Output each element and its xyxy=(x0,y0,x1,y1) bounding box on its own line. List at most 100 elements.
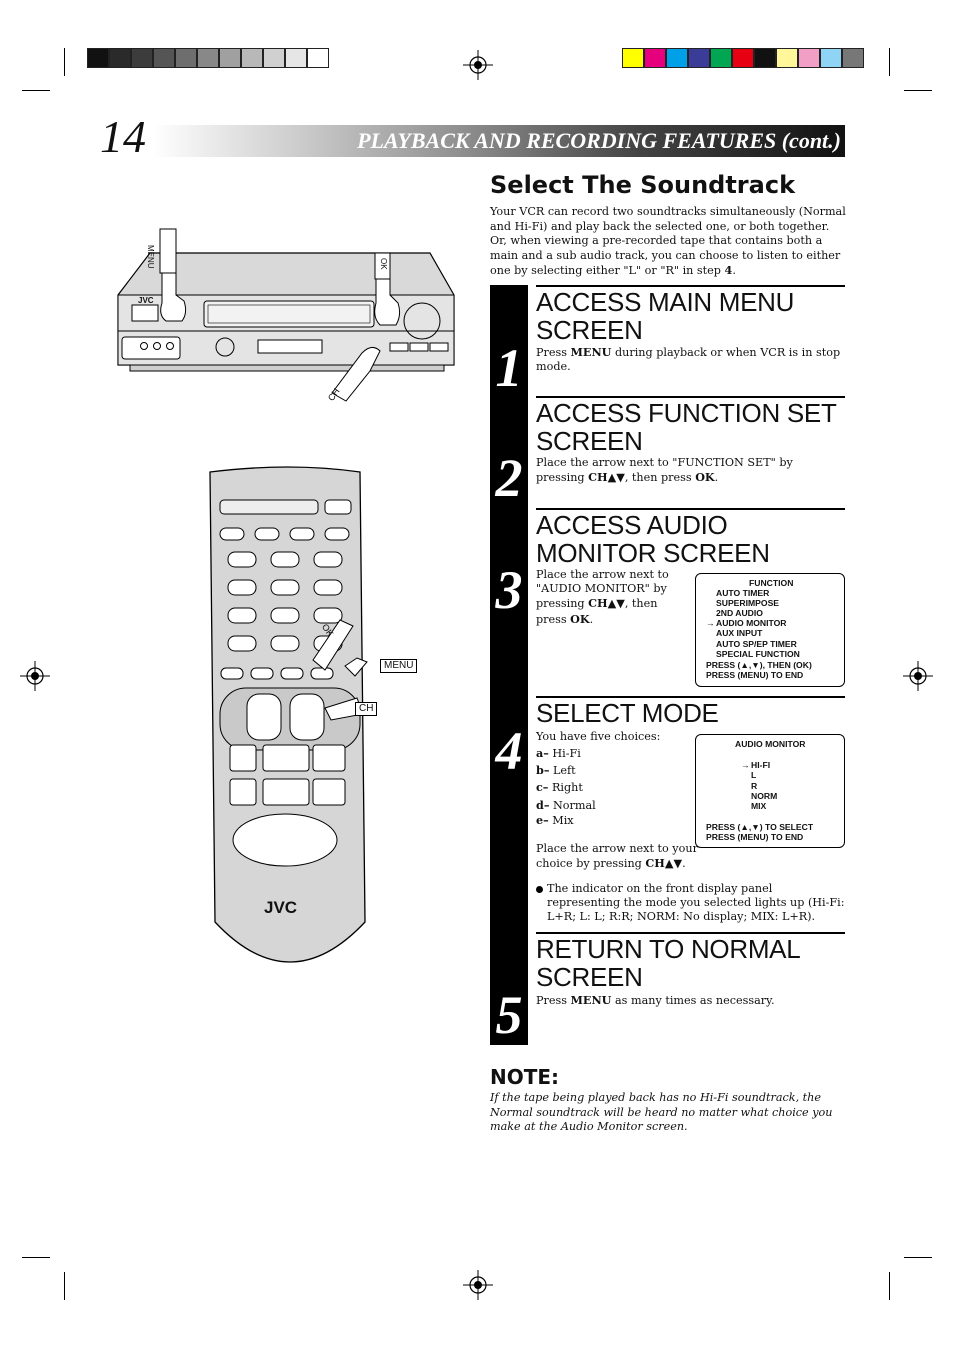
color-swatch xyxy=(754,48,776,68)
osd-menu-item: 2ND AUDIO xyxy=(716,608,763,618)
osd-footer: PRESS (▲,▼), THEN (OK) xyxy=(706,660,812,670)
page-header-title: PLAYBACK AND RECORDING FEATURES (cont.) xyxy=(357,128,841,153)
gray-swatch xyxy=(175,48,197,68)
osd-menu-item: AUDIO MONITOR xyxy=(716,618,787,628)
vcr-brand-logo: JVC xyxy=(138,296,154,305)
gray-swatch xyxy=(109,48,131,68)
color-swatch xyxy=(688,48,710,68)
step-rule xyxy=(536,932,845,934)
osd-menu-item: NORM xyxy=(751,791,778,801)
section-intro: Your VCR can record two soundtracks simu… xyxy=(490,205,846,277)
note-title: NOTE: xyxy=(490,1065,560,1089)
step-rule xyxy=(536,696,845,698)
osd-footer: PRESS (MENU) TO END xyxy=(706,832,804,842)
osd-menu-item: L xyxy=(751,770,757,780)
osd-title: AUDIO MONITOR xyxy=(735,739,806,749)
page-number: 14 xyxy=(100,111,146,162)
step-number: 3 xyxy=(495,560,523,620)
gray-swatch xyxy=(197,48,219,68)
remote-brand-logo: JVC xyxy=(264,898,298,917)
remote-menu-callout: MENU xyxy=(380,659,418,673)
color-swatch xyxy=(798,48,820,68)
osd-menu-item: SPECIAL FUNCTION xyxy=(716,649,800,659)
step-number: 5 xyxy=(495,985,523,1045)
gray-swatch xyxy=(153,48,175,68)
osd-menu-item: HI-FI xyxy=(751,760,771,770)
step-title: ACCESS MAIN MENU SCREEN xyxy=(536,287,795,345)
color-swatch xyxy=(820,48,842,68)
choice-item: d– Normal xyxy=(536,798,596,812)
color-swatch xyxy=(710,48,732,68)
choice-item: a– Hi-Fi xyxy=(536,746,581,760)
osd-footer: PRESS (▲,▼) TO SELECT xyxy=(706,822,814,832)
osd-title: FUNCTION xyxy=(749,578,794,588)
step-text: Place the arrow next to "FUNCTION SET" b… xyxy=(536,456,793,485)
gray-swatch xyxy=(131,48,153,68)
crop-mark xyxy=(22,1257,50,1258)
step-rule xyxy=(536,396,845,398)
choice-item: e– Mix xyxy=(536,813,574,827)
vcr-ok-callout: OK xyxy=(379,258,388,270)
step-title: ACCESS FUNCTION SET SCREEN xyxy=(536,398,837,456)
step-text: Press MENU as many times as necessary. xyxy=(536,993,775,1007)
gray-swatch xyxy=(285,48,307,68)
choice-item: c– Right xyxy=(536,780,583,794)
audio-monitor-screen: AUDIO MONITOR → HI-FI L R NORM MIX PRESS… xyxy=(695,734,845,848)
gray-swatch xyxy=(241,48,263,68)
note-text: If the tape being played back has no Hi-… xyxy=(490,1091,833,1133)
remote-ch-callout: CH xyxy=(355,702,378,716)
osd-arrow-icon: → xyxy=(706,618,715,628)
crop-mark xyxy=(904,1257,932,1258)
crop-mark xyxy=(22,90,50,91)
registration-target-icon xyxy=(463,1270,493,1300)
step-text: Place the arrow next to "AUDIO MONITOR" … xyxy=(536,568,669,626)
step-text: Place the arrow next to your choice by p… xyxy=(536,842,698,871)
osd-arrow-icon: → xyxy=(741,760,750,770)
step-number-bar: 1 2 3 4 5 xyxy=(490,285,528,1045)
registration-target-icon xyxy=(463,50,493,80)
crop-mark xyxy=(64,48,65,76)
osd-menu-item: AUTO TIMER xyxy=(716,588,770,598)
step-rule xyxy=(536,285,845,287)
registration-target-icon xyxy=(20,661,50,691)
step-rule xyxy=(536,508,845,510)
crop-mark xyxy=(64,1272,65,1300)
remote-illustration xyxy=(209,466,368,963)
osd-footer: PRESS (MENU) TO END xyxy=(706,670,804,680)
step-text: Press MENU during playback or when VCR i… xyxy=(536,345,841,374)
gray-swatch xyxy=(307,48,329,68)
gray-swatch xyxy=(87,48,109,68)
color-swatch xyxy=(776,48,798,68)
vcr-illustration xyxy=(117,228,455,402)
step-title: ACCESS AUDIO MONITOR SCREEN xyxy=(536,510,770,568)
registration-target-icon xyxy=(903,661,933,691)
osd-menu-item: SUPERIMPOSE xyxy=(716,598,780,608)
crop-mark xyxy=(889,1272,890,1300)
gray-swatch xyxy=(219,48,241,68)
step-title: SELECT MODE xyxy=(536,698,719,728)
function-menu-screen: FUNCTION AUTO TIMER SUPERIMPOSE 2ND AUDI… xyxy=(695,573,845,687)
color-swatch xyxy=(732,48,754,68)
step-text: You have five choices: xyxy=(536,730,661,743)
choice-item: b– Left xyxy=(536,763,576,777)
color-swatch xyxy=(644,48,666,68)
step-title: RETURN TO NORMAL SCREEN xyxy=(536,934,800,992)
bullet-note: The indicator on the front display panel… xyxy=(547,882,845,924)
bullet-icon xyxy=(536,886,543,893)
color-swatch xyxy=(666,48,688,68)
color-swatch xyxy=(842,48,864,68)
section-title: Select The Soundtrack xyxy=(490,171,796,199)
gray-swatch xyxy=(263,48,285,68)
header-bar: PLAYBACK AND RECORDING FEATURES (cont.) xyxy=(152,125,845,157)
step-number: 2 xyxy=(495,448,523,508)
osd-menu-item: AUTO SP/EP TIMER xyxy=(716,639,797,649)
color-swatch xyxy=(622,48,644,68)
osd-menu-item: MIX xyxy=(751,801,767,811)
crop-mark xyxy=(904,90,932,91)
osd-menu-item: R xyxy=(751,781,758,791)
step-number: 4 xyxy=(495,721,523,781)
crop-mark xyxy=(889,48,890,76)
osd-menu-item: AUX INPUT xyxy=(716,628,763,638)
step-number: 1 xyxy=(495,338,523,398)
vcr-menu-callout: MENU xyxy=(146,245,155,269)
